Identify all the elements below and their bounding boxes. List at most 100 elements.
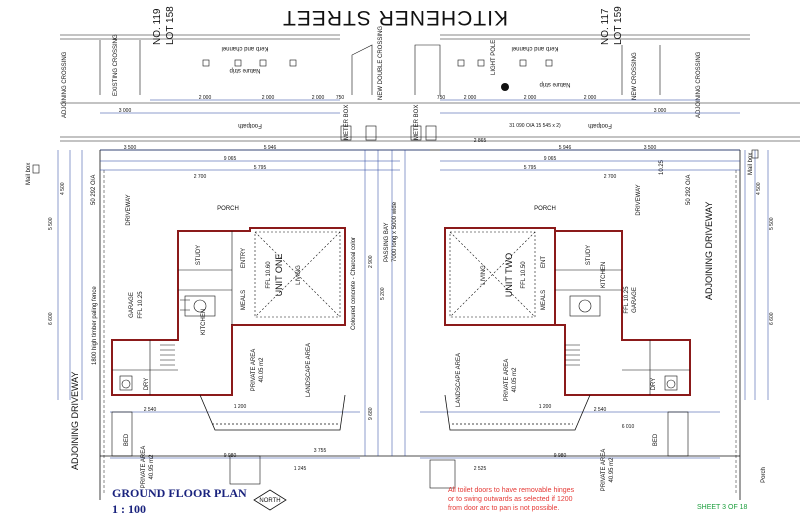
rear-outbuildings [111, 411, 689, 489]
unit-two-porch: PORCH [534, 206, 556, 212]
dim-6010: 6 010 [622, 424, 635, 430]
unit-one-driveway: DRIVEWAY [126, 194, 132, 225]
plan-scale: 1 : 100 [112, 502, 146, 516]
unit-two-title: UNIT TWO [504, 253, 514, 297]
crossings [99, 40, 661, 95]
toilet-note-line-1: All toilet doors to have removable hinge… [448, 487, 575, 494]
dim-3500-b: 3 500 [644, 145, 657, 151]
lot-right-label: NO. 117 LOT 159 [600, 6, 624, 45]
right-dimension-strip [744, 150, 769, 400]
dim-750-b: 750 [437, 95, 446, 101]
existing-crossing-label: EXISTING CROSSING [113, 34, 119, 96]
unit-one-living: LIVING [296, 265, 302, 285]
fence-lines [103, 170, 737, 495]
unit-two-dry: DRY [651, 378, 657, 391]
unit-one-dry: DRY [144, 378, 150, 391]
dim-1200-b: 1 200 [539, 404, 552, 410]
dim-5795-b: 5 795 [524, 165, 537, 171]
unit-two-living: LIVING [481, 265, 487, 285]
unit-one-porch: PORCH [217, 206, 239, 212]
lot-right-lot: LOT 159 [613, 6, 624, 45]
dim-1200-a: 1 200 [234, 404, 247, 410]
dim-left-6600: 6 600 [48, 312, 54, 325]
plan-title: GROUND FLOOR PLAN [112, 486, 247, 500]
dim-9065-b: 9 065 [544, 156, 557, 162]
dim-5946-b: 5 946 [559, 145, 572, 151]
dim-3000-b: 3 000 [654, 108, 667, 114]
meter-box-label-1: METER BOX [344, 105, 350, 140]
kerb-channel-left: Kerb and channel [221, 45, 268, 51]
central-driveway [364, 150, 406, 456]
unit-two-private-size: 40.05 m2 [512, 367, 518, 393]
north-label: NORTH [259, 498, 280, 504]
dim-5795-a: 5 795 [254, 165, 267, 171]
dim-3755: 3 755 [314, 448, 327, 454]
horizontal-dimensions [100, 149, 740, 459]
north-arrow-icon: NORTH [253, 489, 287, 511]
dim-3500-a: 3 500 [124, 145, 137, 151]
right-private-area: PRIVATE AREA [601, 449, 607, 491]
street-name: KITCHENER STREET [282, 6, 508, 29]
unit-one-private-size: 40.05 m2 [259, 357, 265, 383]
unit-two-stair [565, 344, 580, 366]
dim-2000-a: 2 000 [199, 95, 212, 101]
unit-two-meals: MEALS [541, 290, 547, 310]
new-double-crossing-label: NEW DOUBLE CROSSING [378, 26, 384, 100]
left-private-size: 40.95 m2 [149, 454, 155, 480]
kerb-channel-right: Kerb and channel [511, 45, 558, 51]
meter-box-label-2: METER BOX [414, 105, 420, 140]
dim-2000-e: 2 000 [524, 95, 537, 101]
passing-bay-size: 7000 long x 5000 wide [392, 201, 398, 262]
nature-strip-right: Nature strip [539, 81, 571, 87]
unit-one-study: STUDY [196, 245, 202, 265]
level-1025: 10.25 [659, 159, 665, 175]
unit-one-entry: ENTRY [241, 248, 247, 268]
unit-one-interior [112, 231, 341, 395]
dim-right-4500: 4 500 [756, 182, 762, 195]
lot-left-label: NO. 119 LOT 158 [152, 6, 176, 45]
footpath-left: Footpath [238, 122, 262, 128]
unit-one-garage-ffl: FFL 10.25 [138, 291, 144, 319]
right-private-size: 40.95 m2 [609, 457, 615, 483]
lot-left-number: NO. 119 [152, 8, 163, 45]
unit-one-rear [199, 394, 346, 431]
adjoining-crossing-right-label: ADJOINING CROSSING [696, 51, 702, 118]
unit-two-walls [444, 227, 691, 396]
unit-two-study: STUDY [586, 245, 592, 265]
kerb-lines [60, 34, 800, 142]
unit-one-garage: GARAGE [129, 292, 135, 318]
unit-one-kitchen: KITCHEN [201, 309, 207, 335]
unit-one-meals: MEALS [241, 290, 247, 310]
dim-2865: 2 865 [474, 138, 487, 144]
unit-two-driveway: DRIVEWAY [636, 184, 642, 215]
adjoining-crossing-left-label: ADJOINING CROSSING [62, 51, 68, 118]
service-pits [202, 59, 553, 67]
dim-2525: 2 525 [474, 466, 487, 472]
dim-2540-a: 2 540 [144, 407, 157, 413]
unit-one-ffl: FFL 10.60 [266, 261, 272, 289]
adjoining-driveway-left: ADJOINING DRIVEWAY [70, 371, 80, 470]
site-boundary [99, 149, 741, 500]
footpath-right: Footpath [588, 122, 612, 128]
left-private-area: PRIVATE AREA [141, 446, 147, 488]
unit-two-private-area: PRIVATE AREA [504, 359, 510, 401]
frontage-dimension: 31 090 O/A 15 545 x 2) [509, 123, 561, 129]
toilet-note-line-3: from door arc to pan is not possible. [448, 505, 559, 512]
site-oa-left: 50 292 O/A [91, 175, 97, 205]
concrete-label-centre: Coloured concrete - Charcoal color [351, 237, 357, 330]
dim-2000-c: 2 000 [312, 95, 325, 101]
dim-right-6600: 6 600 [769, 312, 775, 325]
unit-two-rear [444, 394, 591, 431]
dim-9680: 9 680 [368, 407, 374, 420]
sheet-number: SHEET 3 OF 18 [697, 504, 748, 511]
unit-one-stair [160, 344, 175, 366]
dim-9065-a: 9 065 [224, 156, 237, 162]
unit-two-garage: GARAGE [632, 287, 638, 313]
light-pole-label: LIGHT POLE [491, 40, 497, 75]
dim-5200: 5 200 [380, 287, 386, 300]
right-bed: BED [653, 433, 659, 446]
new-crossing-label: NEW CROSSING [632, 52, 638, 100]
unit-two-ffl: FFL 10.50 [521, 261, 527, 289]
